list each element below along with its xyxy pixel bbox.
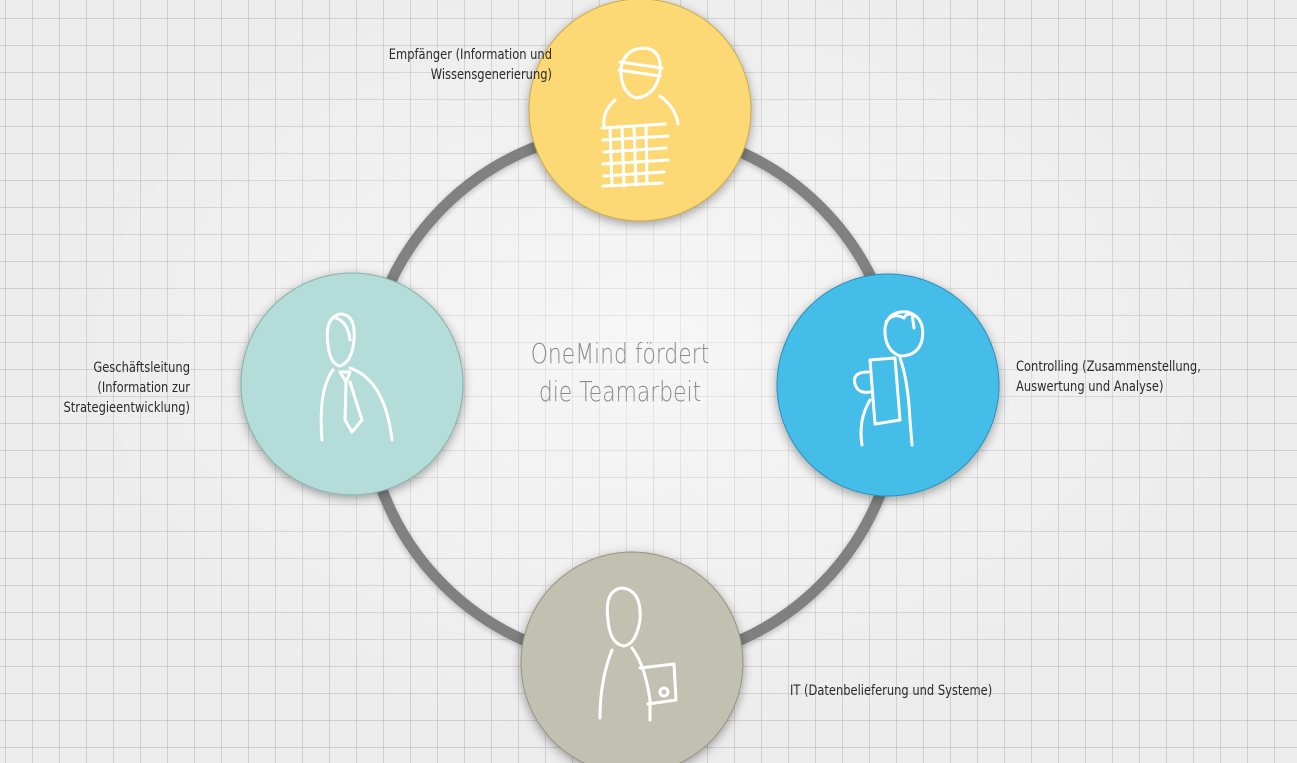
geschaeftsleitung-label: Geschäftsleitung (Information zur Strate…: [63, 360, 190, 416]
empfaenger-node: [528, 0, 752, 222]
geschaeftsleitung-node: [240, 272, 464, 496]
person-with-document-icon: [853, 310, 925, 447]
person-with-tie-icon: [319, 312, 394, 442]
empfaenger-label: Empfänger (Information und Wissensgeneri…: [388, 47, 552, 83]
controlling-node: [776, 273, 1000, 497]
person-with-paper-stack-icon: [600, 46, 680, 188]
it-label: IT (Datenbelieferung und Systeme): [790, 683, 993, 699]
person-with-laptop-icon: [598, 586, 678, 722]
center-title: OneMind fördert die Teamarbeit: [530, 337, 710, 408]
it-node: [520, 551, 744, 763]
controlling-label: Controlling (Zusammenstellung, Auswertun…: [1016, 359, 1201, 395]
